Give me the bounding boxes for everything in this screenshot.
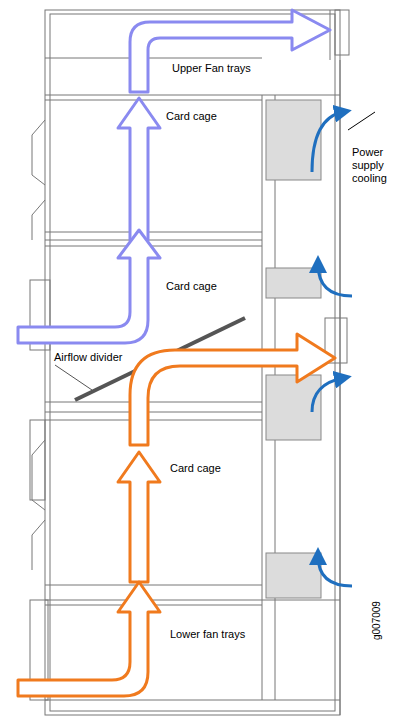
airflow-arrow xyxy=(118,452,160,582)
airflow-arrow xyxy=(118,98,160,240)
cooling-arrow xyxy=(318,556,352,586)
cooling-arrow xyxy=(318,264,352,296)
airflow-arrow xyxy=(18,582,160,696)
part-name: Card cage xyxy=(170,462,221,475)
callout-label: Airflow divider xyxy=(54,351,122,364)
airflow-arrow xyxy=(130,334,335,445)
part-name: Card cage xyxy=(166,280,217,293)
chassis-outline xyxy=(45,10,340,715)
part-name: Upper Fan trays xyxy=(172,62,251,75)
callout-label: Power supply cooling xyxy=(352,146,412,185)
part-name: Card cage xyxy=(166,110,217,123)
figure-id: g007009 xyxy=(370,601,383,640)
airflow-arrow xyxy=(130,10,330,92)
part-name: Lower fan trays xyxy=(170,628,245,641)
cooling-arrow xyxy=(312,378,343,412)
airflow-arrow xyxy=(18,230,160,343)
cooling-arrow xyxy=(312,112,343,172)
